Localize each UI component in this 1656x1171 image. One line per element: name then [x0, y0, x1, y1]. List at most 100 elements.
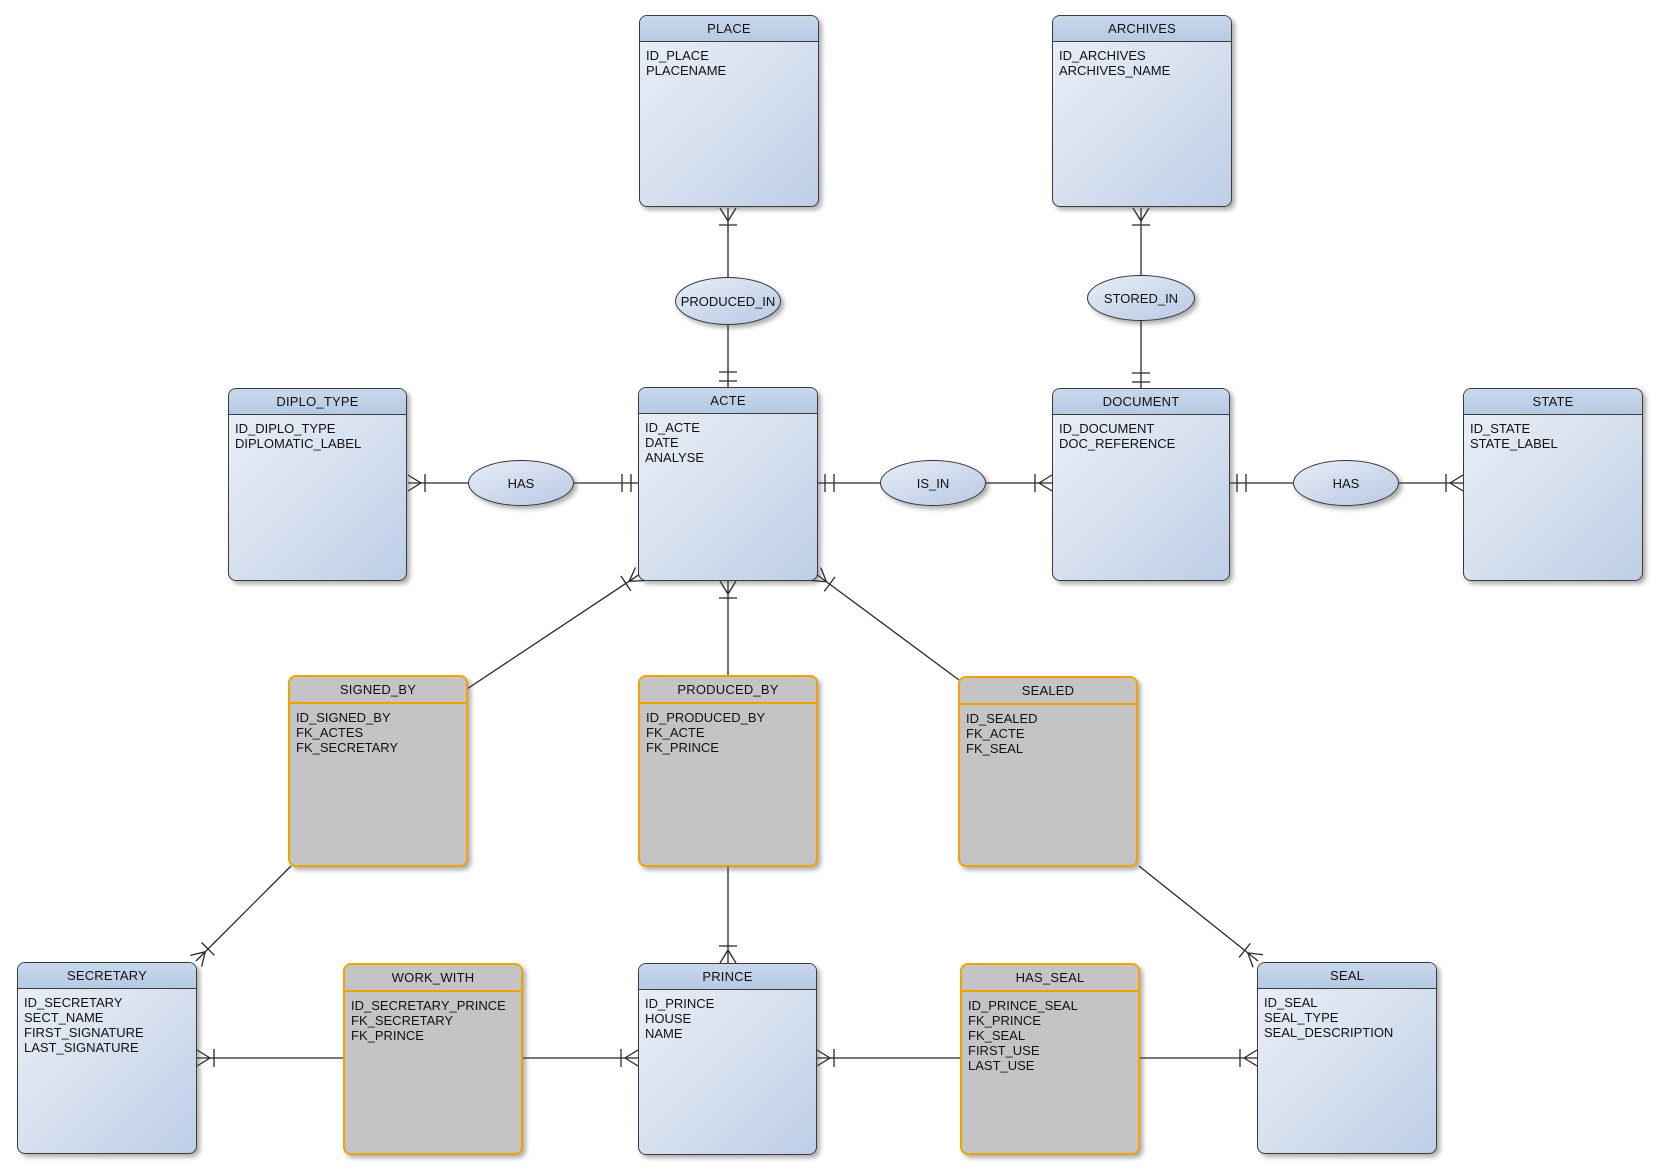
entity-attribute: SEAL_DESCRIPTION [1264, 1025, 1394, 1040]
entity-attribute: FK_ACTE [646, 725, 705, 740]
entity-attribute: ANALYSE [645, 450, 705, 465]
entity-title: PLACE [640, 16, 818, 42]
entity-attribute: FK_PRINCE [351, 1028, 424, 1043]
relationship-is_in[interactable]: IS_IN [880, 460, 986, 506]
entity-attribute: STATE_LABEL [1470, 436, 1558, 451]
relationship-has[interactable]: HAS [1293, 460, 1399, 506]
connector [190, 865, 292, 967]
entity-attribute: FK_SEAL [966, 741, 1024, 756]
entity-attribute: SEAL_TYPE [1264, 1010, 1339, 1025]
connector [523, 1049, 639, 1067]
entity-attribute: ID_DOCUMENT [1059, 421, 1155, 436]
connector [1132, 207, 1150, 275]
connector [1132, 321, 1150, 389]
connector [811, 567, 960, 681]
connector [1138, 865, 1264, 968]
entity-attribute: FK_ACTE [966, 726, 1025, 741]
relationship-has[interactable]: HAS [468, 460, 574, 506]
entity-attribute: ID_PLACE [646, 48, 709, 63]
connector [1140, 1049, 1258, 1067]
connector [196, 1049, 343, 1067]
entity-title: WORK_WITH [345, 965, 521, 992]
relationship-produced_in[interactable]: PRODUCED_IN [675, 277, 781, 325]
relationship-label: HAS [507, 475, 535, 491]
relationship-label: HAS [1332, 475, 1360, 491]
entity-attribute: SECT_NAME [24, 1010, 104, 1025]
entity-title: HAS_SEAL [962, 965, 1138, 992]
entity-attribute: ID_SECRETARY_PRINCE [351, 998, 506, 1013]
entity-title: SECRETARY [18, 963, 196, 989]
entity-title: DIPLO_TYPE [229, 389, 406, 415]
entity-attribute: FK_ACTES [296, 725, 364, 740]
entity-attribute: ID_SECRETARY [24, 995, 123, 1010]
connector [719, 325, 737, 388]
entity-attribute: FK_SECRETARY [296, 740, 399, 755]
entity-attribute: NAME [645, 1026, 683, 1041]
connector [466, 567, 645, 690]
entity-attribute: DATE [645, 435, 679, 450]
entity-attribute: FK_PRINCE [968, 1013, 1041, 1028]
entity-title: ACTE [639, 388, 817, 414]
connector [816, 1049, 960, 1067]
entity-attribute: ID_ACTE [645, 420, 700, 435]
entity-attribute: ID_SEAL [1264, 995, 1318, 1010]
entity-attribute: ARCHIVES_NAME [1059, 63, 1171, 78]
entity-attribute: ID_SIGNED_BY [296, 710, 391, 725]
relationship-label: PRODUCED_IN [680, 293, 776, 309]
entity-title: SEAL [1258, 963, 1436, 989]
entity-attribute: DIPLOMATIC_LABEL [235, 436, 362, 451]
connector [1230, 474, 1293, 492]
connector [719, 207, 737, 277]
entity-attribute: ID_PRINCE [645, 996, 715, 1011]
entity-attribute: FIRST_SIGNATURE [24, 1025, 144, 1040]
connector [574, 474, 638, 492]
connector [986, 474, 1053, 492]
connector [719, 867, 737, 964]
connector [719, 580, 737, 675]
entity-title: PRINCE [639, 964, 816, 990]
entity-attribute: FIRST_USE [968, 1043, 1040, 1058]
connector [1399, 474, 1464, 492]
entity-attribute: HOUSE [645, 1011, 692, 1026]
entity-attribute: FK_SECRETARY [351, 1013, 454, 1028]
entity-attribute: LAST_SIGNATURE [24, 1040, 139, 1055]
entity-attribute: FK_SEAL [968, 1028, 1026, 1043]
relationship-stored_in[interactable]: STORED_IN [1087, 275, 1195, 321]
connector [407, 474, 468, 492]
entity-title: DOCUMENT [1053, 389, 1229, 415]
connector [818, 474, 880, 492]
entity-title: ARCHIVES [1053, 16, 1231, 42]
entity-title: PRODUCED_BY [640, 677, 816, 704]
entity-attribute: ID_ARCHIVES [1059, 48, 1146, 63]
entity-attribute: ID_PRODUCED_BY [646, 710, 766, 725]
entity-title: STATE [1464, 389, 1642, 415]
entity-attribute: ID_DIPLO_TYPE [235, 421, 336, 436]
